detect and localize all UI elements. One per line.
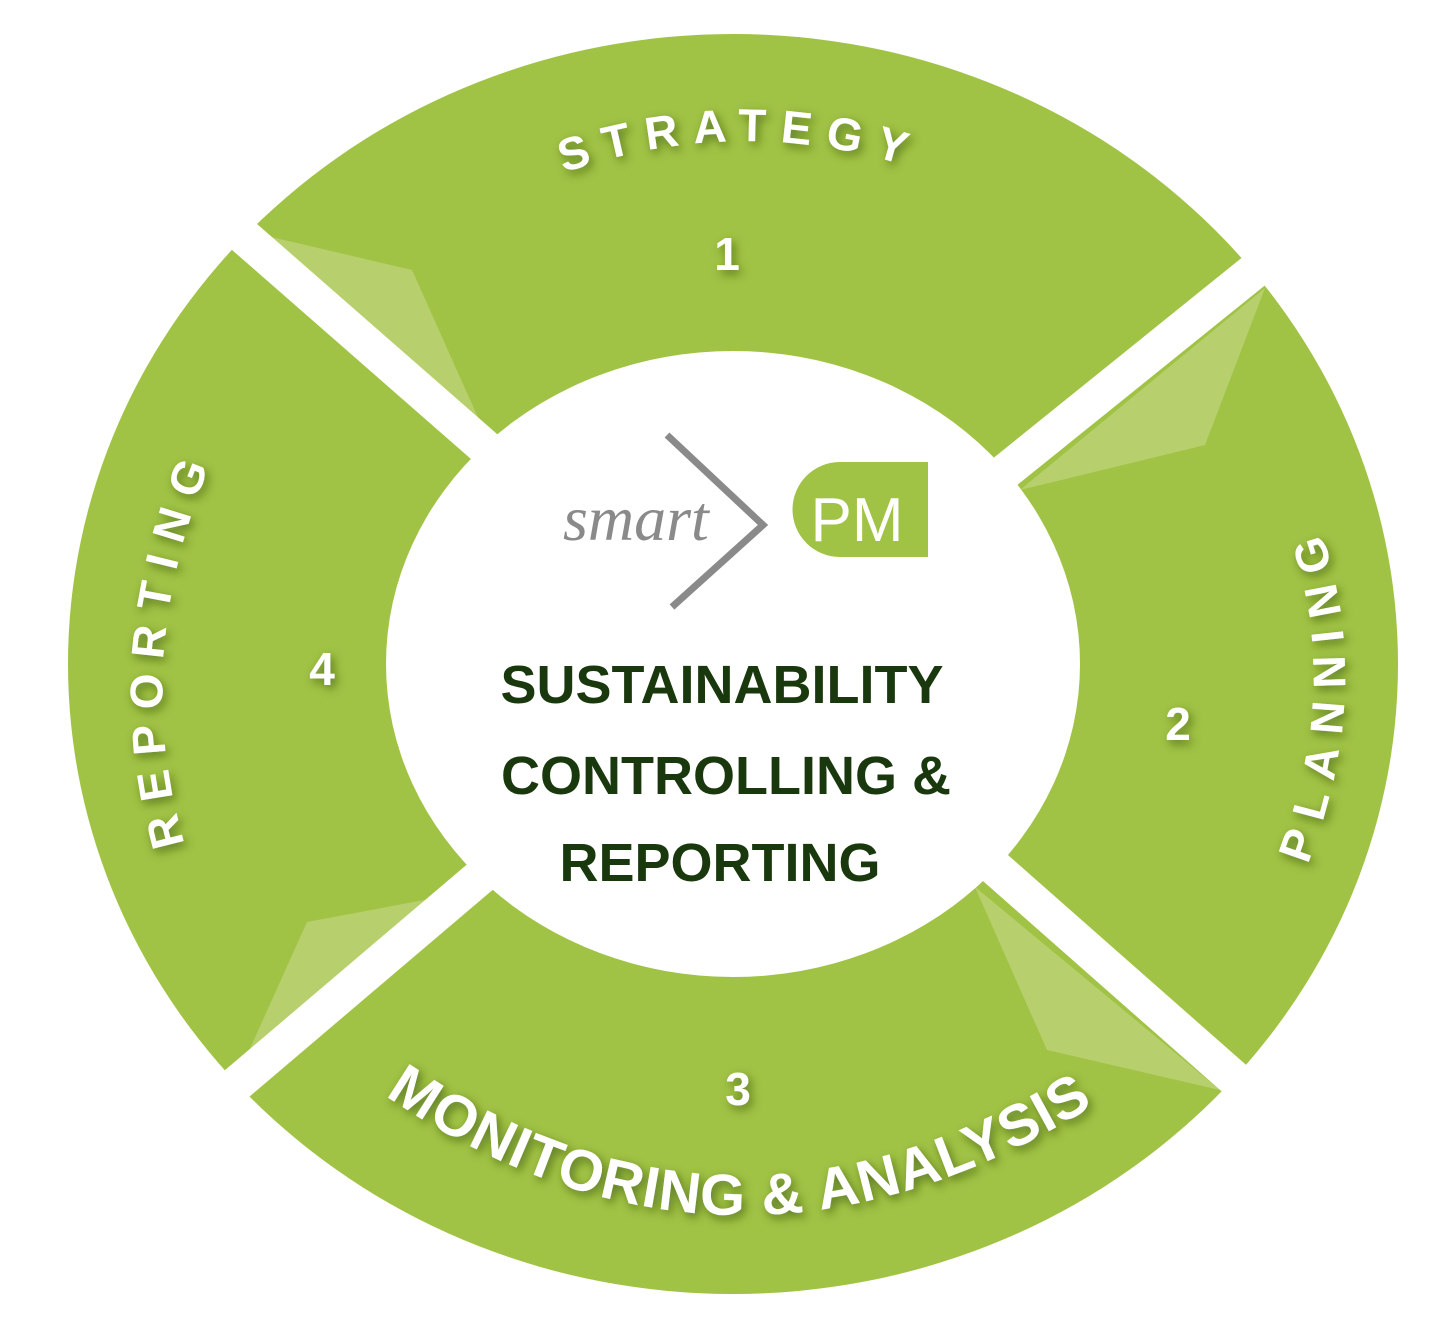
segment-number-1: 1 bbox=[714, 228, 740, 280]
center-title-line-3: REPORTING bbox=[559, 833, 880, 893]
center-title: SUSTAINABILITY CONTROLLING & REPORTING bbox=[501, 655, 951, 893]
gap-top-right bbox=[958, 227, 1302, 515]
center-title-line-1: SUSTAINABILITY bbox=[501, 655, 944, 715]
chevron-right-icon bbox=[664, 432, 769, 610]
ring bbox=[68, 34, 1398, 1294]
fold-monitoring bbox=[975, 887, 1220, 1090]
segment-number-2: 2 bbox=[1165, 698, 1191, 750]
logo-pm-text: PM bbox=[811, 486, 904, 555]
gap-top-left bbox=[188, 184, 532, 492]
center-title-line-2: CONTROLLING & bbox=[501, 746, 951, 806]
gap-bottom-right bbox=[963, 836, 1282, 1124]
fold-planning bbox=[1020, 288, 1265, 490]
gap-bottom-left bbox=[188, 846, 512, 1129]
logo-smart-text: smart bbox=[563, 483, 711, 554]
smartpm-logo: smart PM bbox=[563, 432, 928, 610]
segment-number-4: 4 bbox=[309, 643, 335, 695]
segment-number-3: 3 bbox=[725, 1063, 751, 1115]
logo-pm-badge bbox=[792, 462, 928, 557]
